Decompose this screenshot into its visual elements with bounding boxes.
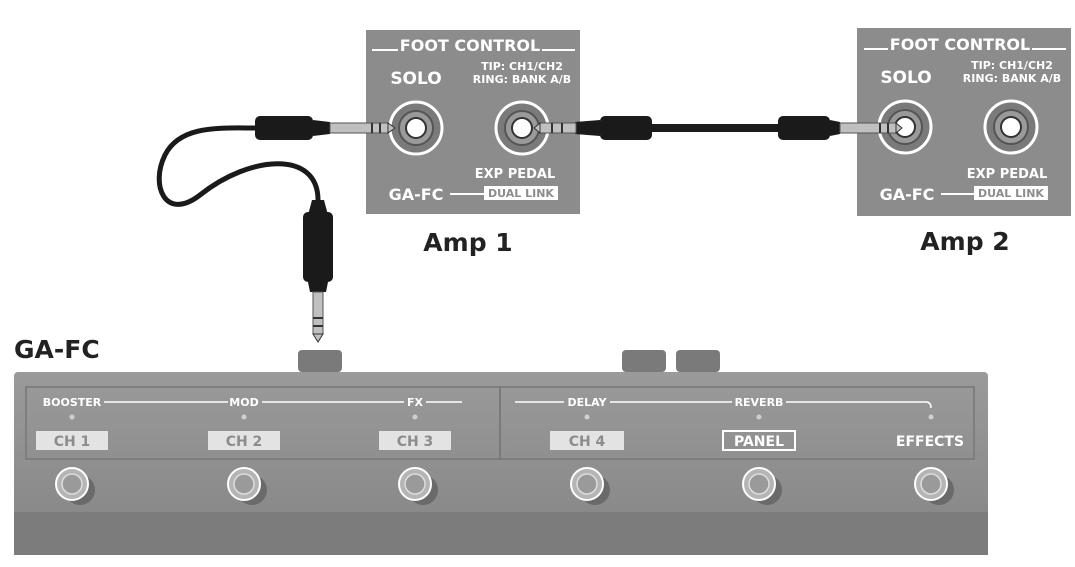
led-3 bbox=[412, 414, 418, 420]
amp1-solo-label: SOLO bbox=[390, 69, 441, 89]
amp2-caption: Amp 2 bbox=[920, 227, 1009, 256]
amp1-panel: FOOT CONTROL SOLO TIP: CH1/CH2 RING: BAN… bbox=[366, 30, 580, 214]
amp2-panel-title: FOOT CONTROL bbox=[890, 35, 1030, 54]
amp1-exp-label: EXP PEDAL bbox=[475, 167, 556, 182]
footswitch-4[interactable] bbox=[570, 467, 610, 505]
dual-link-cable bbox=[533, 116, 903, 140]
cable-plug-amp1-solo bbox=[255, 116, 396, 140]
footswitch-5[interactable] bbox=[742, 467, 782, 505]
led-4 bbox=[584, 414, 590, 420]
footswitch-1[interactable] bbox=[55, 467, 95, 505]
group-label-fx: FX bbox=[407, 396, 424, 409]
gafc-footswitch-unit: BOOSTER MOD FX DELAY REVERB CH 1 CH 2 CH… bbox=[14, 350, 988, 555]
svg-text:CH 3: CH 3 bbox=[397, 434, 434, 450]
svg-text:CH 2: CH 2 bbox=[226, 434, 263, 450]
gafc-jack-aux-2[interactable] bbox=[676, 350, 720, 372]
amp2-exp-label: EXP PEDAL bbox=[967, 167, 1048, 182]
group-label-reverb: REVERB bbox=[735, 396, 784, 409]
switch-label-ch2: CH 2 bbox=[208, 431, 280, 450]
amp1-tip-label: TIP: CH1/CH2 bbox=[481, 60, 563, 73]
group-label-delay: DELAY bbox=[567, 396, 607, 409]
led-1 bbox=[69, 414, 75, 420]
amp2-ring-label: RING: BANK A/B bbox=[963, 72, 1061, 85]
footswitch-6[interactable] bbox=[914, 467, 954, 505]
footswitch-2[interactable] bbox=[227, 467, 267, 505]
svg-text:PANEL: PANEL bbox=[734, 434, 784, 450]
amp1-exp-jack[interactable] bbox=[494, 100, 550, 156]
amp2-gafc-label: GA-FC bbox=[880, 185, 935, 204]
gafc-jack-in[interactable] bbox=[298, 350, 342, 372]
group-label-mod: MOD bbox=[229, 396, 258, 409]
cable-gafc-to-amp1 bbox=[156, 125, 321, 207]
led-2 bbox=[241, 414, 247, 420]
switch-label-ch3: CH 3 bbox=[379, 431, 451, 450]
amp1-gafc-label: GA-FC bbox=[389, 185, 444, 204]
svg-text:CH 4: CH 4 bbox=[569, 434, 606, 450]
gafc-title: GA-FC bbox=[14, 335, 100, 364]
led-6 bbox=[928, 414, 934, 420]
amp2-dual-link-label: DUAL LINK bbox=[978, 187, 1044, 200]
switch-label-effects: EFFECTS bbox=[896, 434, 964, 450]
led-5 bbox=[756, 414, 762, 420]
amp1-panel-title: FOOT CONTROL bbox=[400, 36, 540, 55]
amp1-ring-label: RING: BANK A/B bbox=[473, 73, 571, 86]
footswitch-3[interactable] bbox=[398, 467, 438, 505]
svg-text:EFFECTS: EFFECTS bbox=[896, 434, 964, 450]
amp1-caption: Amp 1 bbox=[423, 228, 512, 257]
amp1-solo-jack[interactable] bbox=[388, 100, 444, 156]
cable-plug-gafc bbox=[303, 200, 333, 343]
gafc-jack-aux-1[interactable] bbox=[622, 350, 666, 372]
switch-label-ch1: CH 1 bbox=[36, 431, 108, 450]
amp2-solo-label: SOLO bbox=[880, 68, 931, 88]
svg-text:CH 1: CH 1 bbox=[54, 434, 91, 450]
amp2-exp-jack[interactable] bbox=[983, 99, 1039, 155]
amp1-dual-link-label: DUAL LINK bbox=[488, 187, 554, 200]
amp2-tip-label: TIP: CH1/CH2 bbox=[971, 59, 1053, 72]
switch-label-ch4: CH 4 bbox=[550, 431, 624, 450]
group-label-booster: BOOSTER bbox=[43, 396, 102, 409]
amp2-panel: FOOT CONTROL SOLO TIP: CH1/CH2 RING: BAN… bbox=[857, 28, 1071, 216]
switch-label-panel: PANEL bbox=[722, 430, 796, 451]
